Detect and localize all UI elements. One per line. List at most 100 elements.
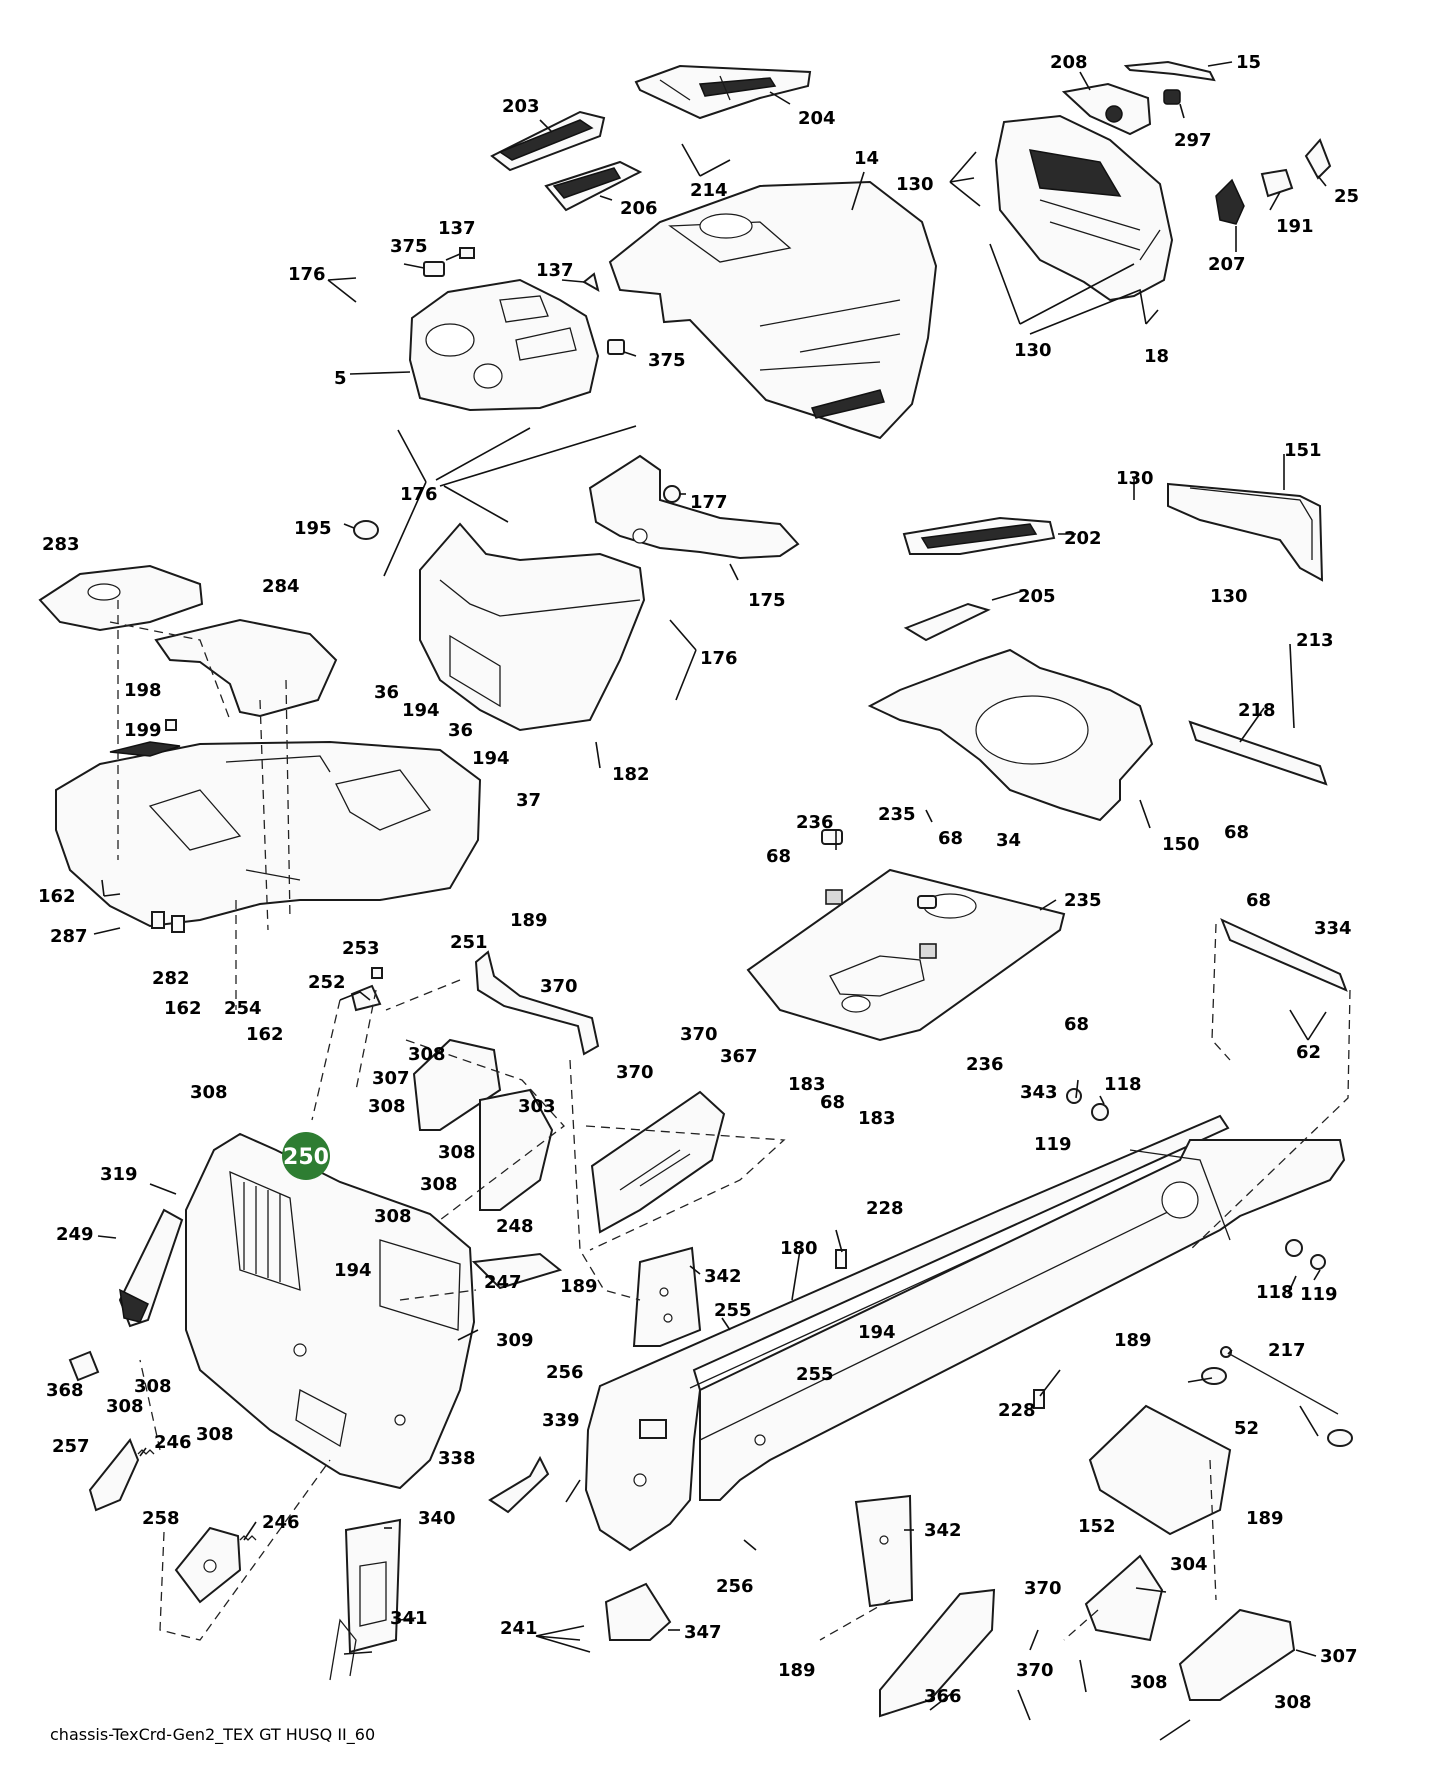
label-52: 52 bbox=[1234, 1418, 1259, 1439]
label-338: 338 bbox=[438, 1448, 476, 1469]
label-189-d: 189 bbox=[1246, 1508, 1284, 1529]
part-304-bracket bbox=[1084, 1554, 1164, 1642]
part-283-fender-cover bbox=[38, 564, 204, 632]
part-137-top bbox=[459, 247, 475, 259]
label-68-a: 68 bbox=[938, 828, 963, 849]
part-247-bracket bbox=[471, 1252, 563, 1290]
part-15-lens bbox=[1123, 60, 1216, 82]
label-62: 62 bbox=[1296, 1042, 1321, 1063]
label-370-a: 370 bbox=[540, 976, 578, 997]
label-255-b: 255 bbox=[796, 1364, 834, 1385]
label-198: 198 bbox=[124, 680, 162, 701]
label-236-a: 236 bbox=[796, 812, 834, 833]
part-191-bracket bbox=[1260, 168, 1294, 198]
label-254: 254 bbox=[224, 998, 262, 1019]
label-189-b: 189 bbox=[560, 1276, 598, 1297]
part-5-dash-panel bbox=[408, 278, 600, 412]
label-176-c: 176 bbox=[700, 648, 738, 669]
label-370-c: 370 bbox=[616, 1062, 654, 1083]
label-118-b: 118 bbox=[1256, 1282, 1294, 1303]
label-368: 368 bbox=[46, 1380, 84, 1401]
label-342-b: 342 bbox=[924, 1520, 962, 1541]
label-204: 204 bbox=[798, 108, 836, 129]
label-213: 213 bbox=[1296, 630, 1334, 651]
label-367: 367 bbox=[720, 1046, 758, 1067]
label-282: 282 bbox=[152, 968, 190, 989]
label-214: 214 bbox=[690, 180, 728, 201]
label-248: 248 bbox=[496, 1216, 534, 1237]
label-130-c: 130 bbox=[1116, 468, 1154, 489]
label-194-c: 194 bbox=[334, 1260, 372, 1281]
part-52-bushing bbox=[1201, 1367, 1353, 1447]
label-152: 152 bbox=[1078, 1516, 1116, 1537]
label-256-b: 256 bbox=[716, 1576, 754, 1597]
label-206: 206 bbox=[620, 198, 658, 219]
label-175: 175 bbox=[748, 590, 786, 611]
label-189-a: 189 bbox=[510, 910, 548, 931]
part-258-latch bbox=[174, 1526, 242, 1604]
label-366: 366 bbox=[924, 1686, 962, 1707]
part-246-spring bbox=[137, 1449, 257, 1541]
part-177-grommet bbox=[663, 485, 681, 503]
label-182: 182 bbox=[612, 764, 650, 785]
label-308-b: 308 bbox=[190, 1082, 228, 1103]
label-5: 5 bbox=[334, 368, 347, 389]
label-340: 340 bbox=[418, 1508, 456, 1529]
part-235-spacer bbox=[821, 829, 937, 909]
label-37: 37 bbox=[516, 790, 541, 811]
highlight-badge-circle bbox=[282, 1132, 330, 1180]
label-189-e: 189 bbox=[778, 1660, 816, 1681]
part-118-washer bbox=[1091, 1103, 1303, 1257]
label-18: 18 bbox=[1144, 346, 1169, 367]
label-258: 258 bbox=[142, 1508, 180, 1529]
part-202-vent bbox=[902, 516, 1056, 555]
label-218: 218 bbox=[1238, 700, 1276, 721]
part-319-handle bbox=[118, 1208, 184, 1328]
part-252-bracket bbox=[350, 984, 382, 1012]
label-308-e: 308 bbox=[420, 1174, 458, 1195]
dashed-groups bbox=[109, 600, 1351, 1641]
label-68-b: 68 bbox=[1224, 822, 1249, 843]
label-246-b: 246 bbox=[262, 1512, 300, 1533]
part-203-grille bbox=[490, 110, 606, 172]
part-18-front-grille bbox=[994, 114, 1174, 302]
part-341-spring bbox=[329, 1618, 357, 1681]
label-283: 283 bbox=[42, 534, 80, 555]
label-205: 205 bbox=[1018, 586, 1056, 607]
part-375-knob-top bbox=[423, 261, 445, 277]
diagram-caption: chassis-TexCrd-Gen2_TEX GT HUSQ II_60 bbox=[50, 1725, 375, 1745]
label-308-f: 308 bbox=[374, 1206, 412, 1227]
part-253-clip bbox=[371, 967, 383, 979]
label-287: 287 bbox=[50, 926, 88, 947]
leader-lines bbox=[93, 61, 1327, 1741]
label-119-a: 119 bbox=[1034, 1134, 1072, 1155]
part-182-lower-dash bbox=[419, 522, 646, 732]
label-162-b: 162 bbox=[164, 998, 202, 1019]
part-206-grille bbox=[544, 160, 643, 212]
label-14: 14 bbox=[854, 148, 879, 169]
label-247: 247 bbox=[484, 1272, 522, 1293]
label-241: 241 bbox=[500, 1618, 538, 1639]
label-375-b: 375 bbox=[648, 350, 686, 371]
label-176-a: 176 bbox=[288, 264, 326, 285]
part-37-fender bbox=[55, 740, 482, 928]
label-194-b: 194 bbox=[472, 748, 510, 769]
part-307-lower bbox=[1178, 1608, 1296, 1701]
part-205-vent bbox=[903, 602, 991, 642]
label-308-c: 308 bbox=[368, 1096, 406, 1117]
label-253: 253 bbox=[342, 938, 380, 959]
label-202: 202 bbox=[1064, 528, 1102, 549]
part-236-bushing bbox=[825, 889, 937, 959]
label-308-g: 308 bbox=[134, 1376, 172, 1397]
label-180: 180 bbox=[780, 1238, 818, 1259]
label-183-b: 183 bbox=[858, 1108, 896, 1129]
part-175-bracket bbox=[588, 454, 800, 560]
highlight-badge-250[interactable]: 250 bbox=[282, 1132, 330, 1180]
label-118-a: 118 bbox=[1104, 1074, 1142, 1095]
part-375-knob-right bbox=[607, 339, 625, 355]
label-370-d: 370 bbox=[1024, 1578, 1062, 1599]
label-341: 341 bbox=[390, 1608, 428, 1629]
label-25: 25 bbox=[1334, 186, 1359, 207]
label-308-d: 308 bbox=[438, 1142, 476, 1163]
label-256-a: 256 bbox=[546, 1362, 584, 1383]
